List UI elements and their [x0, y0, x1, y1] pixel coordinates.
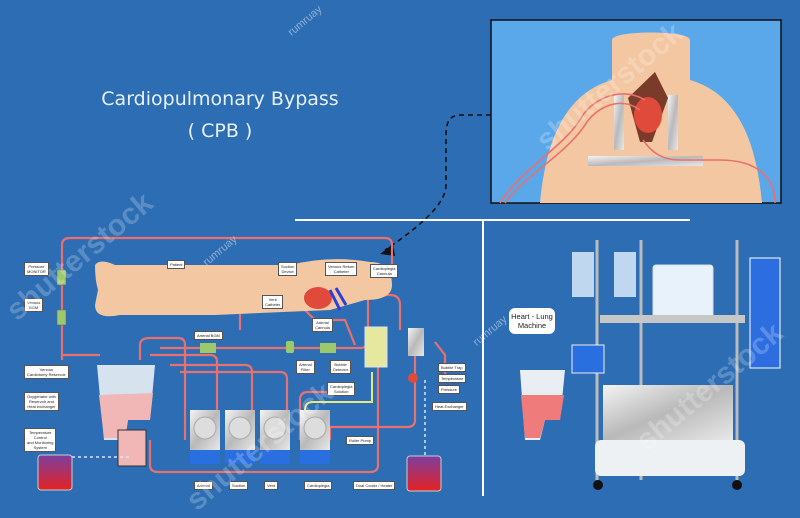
cpb-diagram: Cardiopulmonary Bypass ( CPB ) Heart - L…	[0, 3, 789, 517]
machine-base	[595, 440, 745, 476]
dual-cooler-heater	[406, 455, 442, 492]
diagram-title: Cardiopulmonary Bypass	[101, 88, 339, 110]
label-heat-exchanger: Heat Exchanger	[432, 402, 467, 411]
venous-reservoir	[97, 365, 155, 467]
label-venous-return-catheter: Venous Return Catheter	[325, 262, 358, 276]
label-arterial-bgm: Arterial BGM	[194, 331, 223, 340]
bubble-detector	[320, 343, 336, 353]
label-venous-bgm: Venous BGM	[24, 298, 44, 312]
storage-rack	[749, 257, 781, 369]
label-venous-cardiotomy-reservoir: Venous Cardiotomy Reservoir	[24, 365, 69, 379]
monitor-screen	[652, 264, 714, 321]
pump-label: Suction	[229, 481, 249, 490]
label-arterial-filter: Arterial Filter	[296, 360, 315, 374]
temperature-control-unit	[37, 454, 73, 491]
pump-label: Cardioplegia	[304, 481, 333, 490]
roller-pump-suction	[225, 410, 255, 464]
label-vent-catheter: Vent Catheter	[262, 295, 284, 309]
venous-bgm-sensor	[56, 309, 67, 326]
roller-pump-vent	[260, 410, 290, 464]
roller-pump-cardioplegia	[300, 410, 330, 464]
iv-bag	[614, 252, 636, 297]
label-arterial-cannula: Arterial Cannula	[312, 318, 333, 332]
heart-lung-machine	[520, 240, 781, 490]
roller-pump-arterial	[190, 410, 220, 464]
heat-exchanger	[408, 373, 418, 383]
mount-bar	[600, 315, 745, 323]
retractor-right	[668, 95, 678, 150]
label-suction-device: Suction Device	[278, 262, 298, 276]
cardioplegia-bag	[364, 326, 388, 368]
label-temperature: Temperature	[438, 374, 467, 383]
label-pressure: Pressure	[438, 385, 461, 394]
label-cardioplegia-solution: Cardioplegia Solution	[327, 382, 356, 396]
label-temperature-control: Temperature Control and Monitoring Syste…	[24, 428, 57, 452]
bubble-trap	[408, 328, 424, 356]
pump-bank	[603, 385, 733, 440]
diagram-canvas	[37, 19, 782, 496]
arterial-bgm-sensor	[200, 343, 216, 353]
pressure-monitor-sensor	[56, 269, 67, 286]
label-roller-pump: Roller Pump	[346, 436, 375, 445]
label-pressure-monitor: Pressure MONITOR	[24, 262, 49, 276]
label-oxygenator: Oxygenator with Reservoir and Heat excha…	[24, 392, 59, 411]
control-unit	[571, 344, 605, 374]
label-cardioplegia-cannula: Cardioplegia Cannula	[370, 264, 399, 278]
label-patient: Patient	[167, 260, 186, 269]
label-bubble-detector: Bubble Detector	[330, 360, 352, 374]
heart-lung-machine-callout: Heart - Lung Machine	[509, 308, 555, 334]
pump-label: Vent	[264, 481, 279, 490]
patient-body	[95, 259, 392, 317]
label-dual-cooler-heater: Dual Cooler / Heater	[353, 481, 396, 490]
retractor-bar	[588, 156, 703, 166]
iv-bag	[572, 252, 594, 297]
heart-icon	[634, 97, 662, 133]
chest-inset	[490, 19, 782, 204]
label-bubble-trap: Bubble Trap	[438, 363, 466, 372]
arterial-filter	[286, 341, 294, 353]
cardioplegia-line	[304, 372, 373, 440]
diagram-subtitle: ( CPB )	[187, 120, 253, 142]
pump-label: Arterial	[194, 481, 213, 490]
retractor-left	[614, 95, 624, 150]
heart-icon	[304, 287, 332, 309]
pointer-arrow	[384, 114, 491, 251]
oxygenator	[117, 429, 147, 467]
